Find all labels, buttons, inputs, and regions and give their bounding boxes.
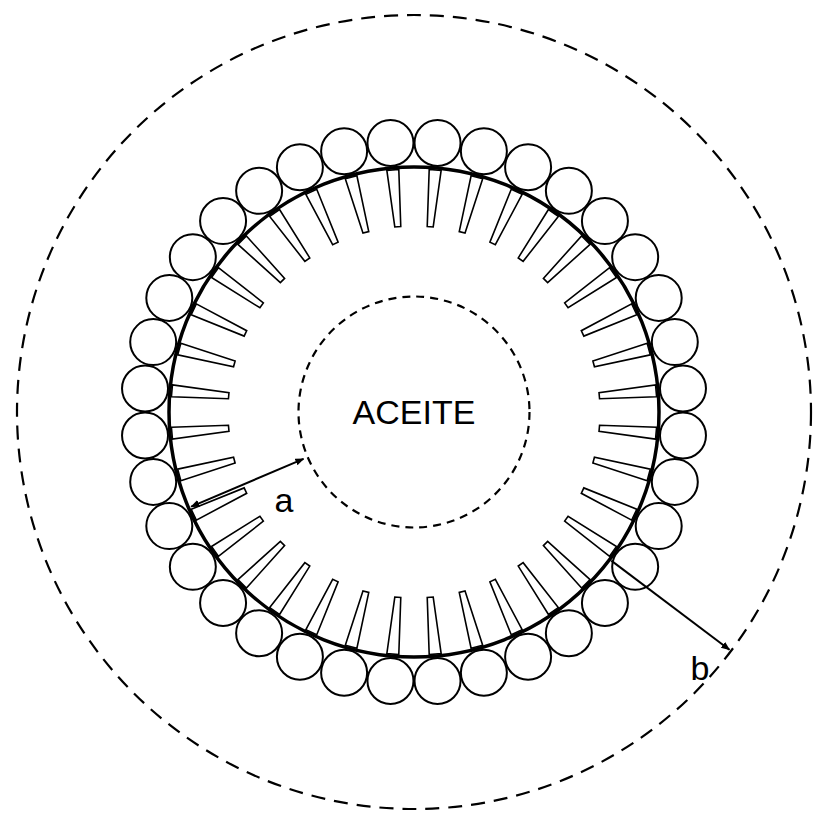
hydrocarbon-tail — [387, 169, 401, 227]
polar-head — [546, 168, 592, 214]
polar-head — [277, 144, 323, 190]
polar-head — [367, 658, 413, 704]
polar-head — [546, 610, 592, 656]
polar-head — [505, 144, 551, 190]
polar-head — [170, 544, 216, 590]
polar-head — [200, 198, 246, 244]
core-label: ACEITE — [353, 395, 476, 429]
hydrocarbon-tail — [427, 597, 441, 655]
polar-head — [367, 120, 413, 166]
interface-circle — [169, 167, 659, 657]
polar-head — [652, 459, 698, 505]
polar-head — [277, 634, 323, 680]
hydrocarbon-tail — [518, 563, 558, 615]
polar-head — [505, 634, 551, 680]
hydrocarbon-tail — [490, 189, 522, 244]
hydrocarbon-tail — [238, 541, 285, 588]
hydrocarbon-tail — [171, 425, 229, 439]
hydrocarbon-tail — [178, 457, 235, 480]
hydrocarbon-tail — [543, 236, 590, 283]
polar-head — [236, 610, 282, 656]
polar-head — [122, 365, 168, 411]
polar-head — [582, 580, 628, 626]
polar-head — [170, 234, 216, 280]
hydrocarbon-tail — [345, 591, 368, 648]
polar-head — [130, 459, 176, 505]
hydrocarbon-tail — [270, 210, 310, 262]
polar-head — [636, 275, 682, 321]
polar-head — [461, 650, 507, 696]
hydrocarbon-tail — [171, 385, 229, 399]
hydrocarbon-tail — [490, 579, 522, 634]
hydrocarbon-tail — [565, 268, 617, 308]
hydrocarbon-tail — [459, 591, 482, 648]
hydrocarbon-tail — [581, 304, 636, 336]
hydrocarbon-tail — [178, 343, 235, 366]
polar-head — [321, 128, 367, 174]
hydrocarbon-tail — [581, 488, 636, 520]
hydrocarbon-tail — [212, 516, 264, 556]
oil-core: ACEITE — [297, 295, 531, 529]
hydrocarbon-tail — [565, 516, 617, 556]
polar-head — [415, 658, 461, 704]
hydrocarbon-tail — [270, 563, 310, 615]
polar-head — [612, 234, 658, 280]
hydrocarbon-tail — [345, 176, 368, 233]
polar-head — [652, 319, 698, 365]
polar-head — [236, 168, 282, 214]
polar-head — [321, 650, 367, 696]
hydrocarbon-tail — [191, 304, 246, 336]
hydrocarbon-tail — [599, 385, 657, 399]
hydrocarbon-tail — [306, 579, 338, 634]
polar-head — [130, 319, 176, 365]
polar-head — [660, 365, 706, 411]
polar-head — [200, 580, 246, 626]
hydrocarbon-tail — [306, 189, 338, 244]
polar-head — [122, 413, 168, 459]
polar-head — [660, 413, 706, 459]
head-group — [122, 120, 706, 704]
hydrocarbon-tail — [593, 457, 650, 480]
hydrocarbon-tail — [593, 343, 650, 366]
hydrocarbon-tail — [459, 176, 482, 233]
hydrocarbon-tail — [518, 210, 558, 262]
hydrocarbon-tail — [427, 169, 441, 227]
polar-head — [415, 120, 461, 166]
polar-head — [146, 503, 192, 549]
dimension-group — [191, 459, 729, 650]
outer-dashed-circle — [17, 15, 811, 809]
hydrocarbon-tail — [238, 236, 285, 283]
radius-b-arrow — [611, 561, 729, 650]
polar-head — [636, 503, 682, 549]
tail-group — [171, 169, 656, 654]
polar-head — [146, 275, 192, 321]
hydrocarbon-tail — [543, 541, 590, 588]
hydrocarbon-tail — [387, 597, 401, 655]
core-dashed-circle — [299, 297, 530, 528]
dimension-label: b — [691, 651, 710, 685]
hydrocarbon-tail — [599, 425, 657, 439]
polar-head — [582, 198, 628, 244]
dimension-label: a — [275, 483, 294, 517]
polar-head — [461, 128, 507, 174]
hydrocarbon-tail — [212, 268, 264, 308]
